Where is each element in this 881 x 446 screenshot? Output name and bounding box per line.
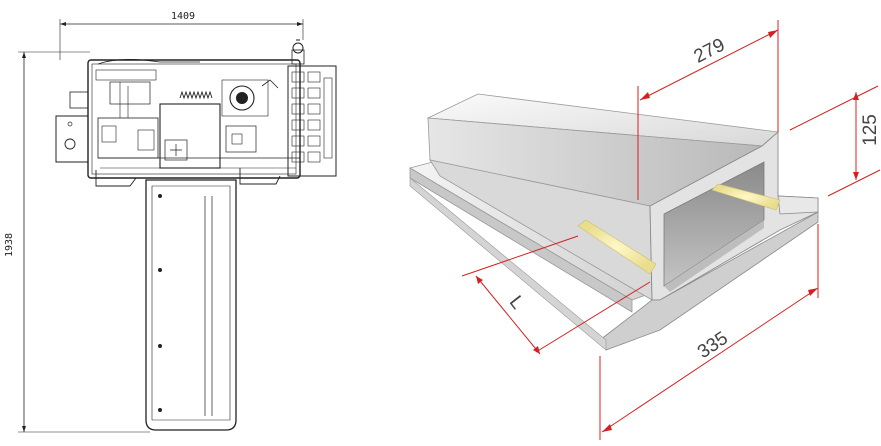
machine-column — [145, 179, 237, 431]
dim-125: 125 — [789, 85, 881, 197]
profile-bottom-edge — [599, 211, 819, 351]
dim-125-label: 125 — [860, 114, 881, 146]
dim-335-label: 335 — [694, 328, 732, 363]
height-dimension-label: 1938 — [4, 233, 15, 257]
width-dimension-label: 1409 — [171, 11, 195, 22]
height-dimension: 1938 — [4, 51, 150, 433]
dim-length-label: L — [505, 292, 528, 313]
profile-hollow-floor — [664, 220, 764, 292]
slot-highlight-right — [711, 183, 781, 211]
profile-flange-right — [777, 195, 819, 215]
machine-drawing: 1409 1938 — [4, 11, 337, 433]
width-dimension: 1409 — [59, 11, 304, 60]
dim-279-label: 279 — [691, 35, 729, 68]
slot-highlight-left — [577, 219, 657, 275]
machine-head — [55, 39, 337, 187]
profile-flange-left-edge — [409, 167, 633, 313]
profile-drawing: 279 125 335 — [408, 20, 881, 440]
